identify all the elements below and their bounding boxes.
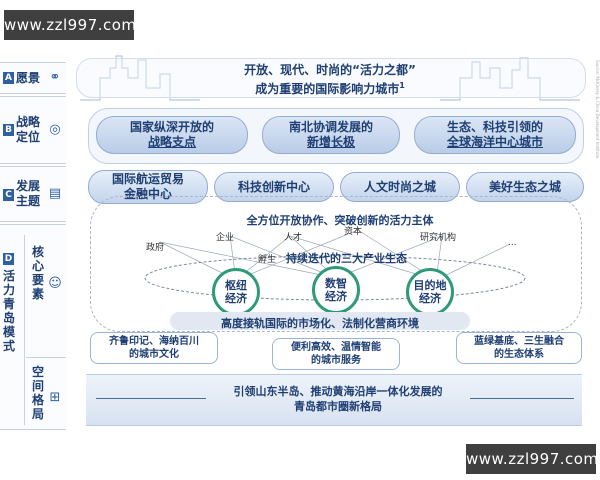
spatial-line-1: 引领山东半岛、推动黄海沿岸一体化发展的 — [233, 385, 443, 398]
sidebar-letter-d: D — [3, 253, 14, 265]
document-icon: ▤ — [48, 186, 62, 201]
people-icon: ☺ — [48, 276, 62, 291]
vision-line-1: 开放、现代、时尚的“活力之都” — [244, 63, 416, 77]
positioning-pill-2: 南北协调发展的新增长极 — [262, 116, 400, 154]
watermark-bottom: www.zzl997.com — [466, 444, 598, 474]
circle-digital-economy: 数智经济 — [312, 266, 360, 314]
actor-government: 政府 — [146, 243, 165, 253]
grid-map-icon: ⊞ — [49, 390, 61, 405]
sidebar-label-model: 活力青岛模式 — [3, 269, 16, 353]
ecology-box: 蓝绿基底、三生融合的生态体系 — [456, 332, 582, 364]
actor-more: ... — [508, 238, 517, 248]
sidebar-label-themes: 发展主题 — [16, 179, 41, 208]
sidebar-vision: A 愿景 ⚭ — [0, 62, 66, 94]
city-service-box: 便利高效、温情智能的城市服务 — [272, 338, 400, 370]
actor-enterprise: 企业 — [216, 233, 235, 243]
sidebar-model: D 活力青岛模式 核心要素 ☺ 空间格局 ⊞ — [0, 224, 66, 430]
sidebar-sub-separator — [26, 357, 66, 358]
sidebar-label-core: 核心要素 — [32, 245, 45, 301]
sidebar-label-positioning: 战略定位 — [16, 115, 41, 144]
target-icon: ◎ — [49, 122, 61, 137]
vision-footnote: 1 — [399, 81, 405, 90]
spatial-line-2: 青岛都市圈新格局 — [294, 400, 382, 413]
core-title: 全方位开放协作、突破创新的活力主体 — [246, 214, 434, 227]
spatial-band — [86, 374, 582, 426]
positioning-pill-3: 生态、科技引领的全球海洋中心城市 — [414, 116, 576, 154]
theme-pill-3: 人文时尚之城 — [340, 172, 460, 202]
sidebar-letter-b: B — [3, 124, 14, 136]
sidebar-positioning: B 战略定位 ◎ — [0, 96, 66, 164]
sidebar-label-vision: 愿景 — [16, 71, 41, 85]
skyline-graphic — [80, 55, 580, 101]
vision-line-2: 成为重要的国际影响力城市1 — [255, 81, 405, 96]
vision-frame — [76, 58, 586, 98]
sidebar-themes: C 发展主题 ▤ — [0, 166, 66, 222]
business-env-label: 高度接轨国际的市场化、法制化营商环境 — [221, 317, 419, 330]
actor-capital: 资本 — [344, 227, 363, 237]
city-culture-box: 齐鲁印记、海纳百川的城市文化 — [90, 332, 218, 364]
connection-lines — [144, 229, 526, 301]
sidebar-sub-divider — [24, 235, 25, 425]
sidebar-letter-c: C — [3, 189, 14, 201]
spatial-text: 引领山东半岛、推动黄海沿岸一体化发展的 青岛都市圈新格局 — [206, 384, 470, 414]
circle-hub-economy: 枢纽经济 — [212, 268, 260, 316]
sidebar-letter-a: A — [3, 72, 14, 84]
source-note: Source: McKinsey & China Development Ins… — [595, 60, 600, 159]
theme-pill-1: 国际航运贸易金融中心 — [88, 170, 208, 204]
core-dotted-frame — [90, 196, 582, 332]
theme-pill-4: 美好生态之城 — [466, 172, 584, 202]
binoculars-icon: ⚭ — [49, 70, 61, 85]
positioning-pill-1: 国家纵深开放的战略支点 — [96, 116, 248, 154]
watermark-top: www.zzl997.com — [4, 10, 136, 40]
circle-destination-economy: 目的地经济 — [406, 268, 454, 316]
spatial-line-left — [96, 398, 206, 399]
ecosystem-label: 持续迭代的三大产业生态 — [286, 252, 407, 265]
theme-pill-2: 科技创新中心 — [214, 172, 334, 202]
sidebar-label-spatial: 空间格局 — [32, 365, 45, 421]
actor-talent: 人才 — [284, 233, 303, 243]
business-env-band — [170, 312, 470, 330]
actor-research: 研究机构 — [420, 233, 457, 243]
spatial-line-right — [470, 398, 574, 399]
incubate-label: 孵生 — [258, 255, 277, 265]
vision-title: 开放、现代、时尚的“活力之都” 成为重要的国际影响力城市1 — [150, 62, 510, 97]
